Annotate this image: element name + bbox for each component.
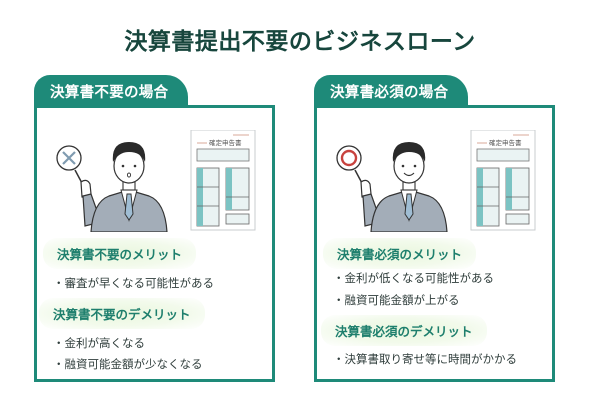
svg-text:確定申告書: 確定申告書: [489, 138, 522, 147]
demerit-item: ・金利が高くなる: [53, 336, 145, 350]
businessman-with-cross-sign-illustration: 確定申告書: [56, 130, 256, 232]
merit-item: ・融資可能金額が上がる: [333, 293, 460, 307]
merit-heading: 決算書不要のメリット: [43, 238, 197, 269]
demerit-item: ・決算書取り寄せ等に時間がかかる: [333, 352, 517, 366]
demerit-heading: 決算書必須のデメリット: [321, 315, 487, 346]
svg-text:確定申告書: 確定申告書: [209, 138, 242, 147]
tab-financial-statement-required: 決算書必須の場合: [314, 75, 468, 107]
panel-no-financial-statement: 確定申告書 決算書不要のメリット ・審査が早くなる可能性がある 決算書不要のデメ…: [34, 75, 275, 382]
merit-item: ・審査が早くなる可能性がある: [53, 276, 214, 290]
circle-mark-icon: [336, 145, 364, 186]
panel-box: 確定申告書 決算書不要のメリット ・審査が早くなる可能性がある 決算書不要のデメ…: [34, 105, 275, 382]
page-title: 決算書提出不要のビジネスローン: [124, 29, 476, 55]
panel-box: 確定申告書 決算書必須のメリット ・金利が低くなる可能性がある ・融資可能金額が…: [314, 105, 555, 382]
tab-no-financial-statement: 決算書不要の場合: [34, 75, 188, 107]
tax-return-document-icon: 確定申告書: [190, 130, 256, 231]
panel-financial-statement-required: 確定申告書 決算書必須のメリット ・金利が低くなる可能性がある ・融資可能金額が…: [314, 75, 555, 382]
businessman-with-circle-sign-illustration: 確定申告書: [336, 130, 536, 232]
demerit-heading: 決算書不要のデメリット: [39, 298, 205, 329]
tax-return-document-icon: 確定申告書: [470, 130, 536, 231]
merit-heading: 決算書必須のメリット: [323, 238, 477, 269]
merit-item: ・金利が低くなる可能性がある: [333, 271, 494, 285]
demerit-item: ・融資可能金額が少なくなる: [53, 357, 203, 371]
cross-mark-icon: [56, 145, 84, 186]
